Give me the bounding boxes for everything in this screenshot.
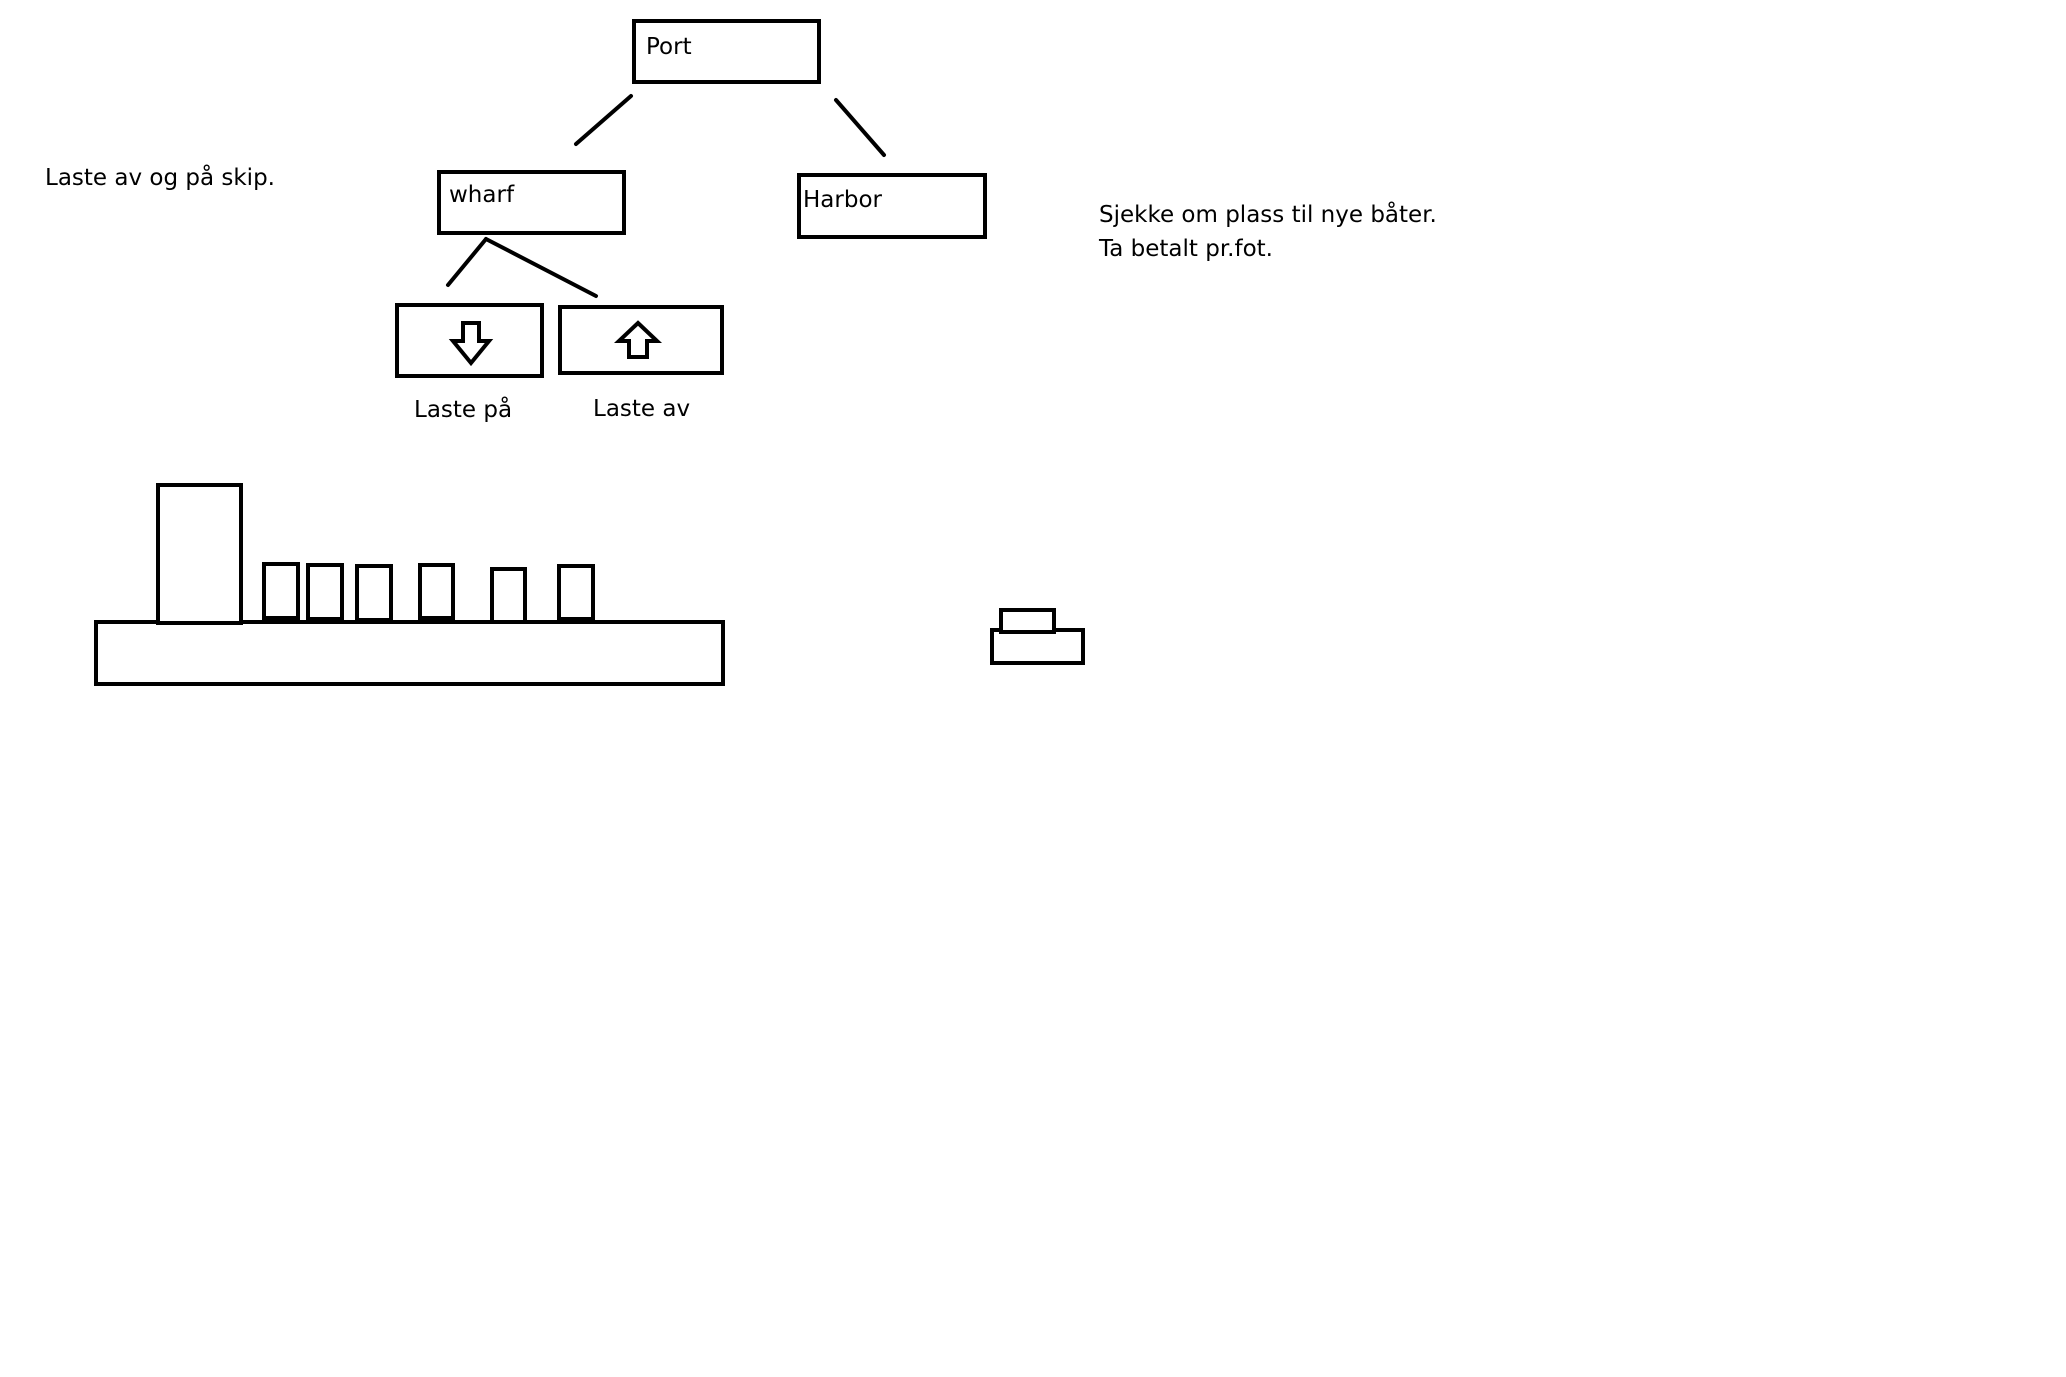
arrow-down-icon (448, 321, 494, 367)
wharf-box (437, 170, 626, 235)
port-node: Port (632, 19, 821, 84)
container-2 (306, 563, 344, 621)
container-3 (355, 564, 393, 622)
connector-port-wharf (574, 94, 633, 146)
connector-wharf-load (446, 237, 488, 287)
port-box (632, 19, 821, 84)
boat-hull (990, 628, 1085, 665)
arrow-up-icon (613, 320, 663, 359)
wharf-sketch (94, 483, 725, 686)
connector-port-harbor (834, 98, 886, 157)
tree-connectors (446, 94, 886, 298)
harbor-box (797, 173, 987, 239)
boat-cabin (999, 608, 1056, 634)
unload-caption: Laste av (593, 396, 690, 422)
connector-wharf-unload (484, 237, 598, 298)
quay-base (94, 620, 725, 686)
harbor-note-line2: Ta betalt pr.fot. (1098, 236, 1273, 262)
harbor-label: Harbor (803, 187, 883, 213)
port-label: Port (646, 34, 692, 60)
load-node: Laste på (395, 303, 544, 423)
harbor-node: Harbor (797, 173, 987, 239)
container-6 (557, 564, 595, 621)
harbor-note-line1: Sjekke om plass til nye båter. (1099, 200, 1437, 228)
crane-tower (156, 483, 243, 625)
unload-node: Laste av (558, 305, 724, 422)
wharf-label: wharf (449, 182, 515, 208)
wharf-note: Laste av og på skip. (45, 163, 275, 191)
container-5 (490, 567, 527, 624)
wharf-node: wharf (437, 170, 626, 235)
container-1 (262, 562, 300, 620)
load-caption: Laste på (414, 395, 512, 423)
boat-sketch (990, 608, 1085, 665)
container-4 (418, 563, 455, 620)
